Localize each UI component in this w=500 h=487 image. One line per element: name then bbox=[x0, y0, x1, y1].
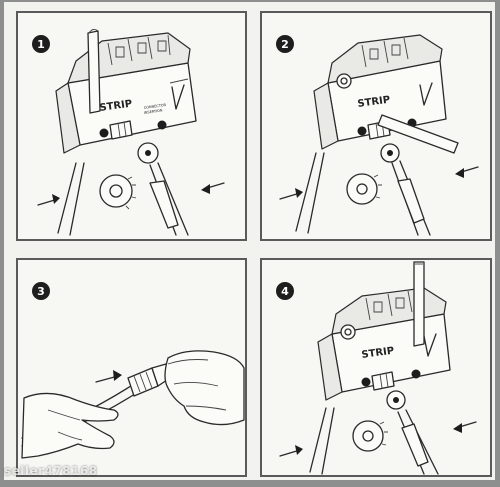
strip-label: STRIP bbox=[357, 95, 391, 110]
cable bbox=[87, 30, 101, 114]
instruction-sheet: 1 STRIP CONNECTOR bbox=[4, 2, 495, 480]
step-number-badge: 1 bbox=[32, 35, 50, 53]
cable bbox=[413, 261, 425, 347]
strip-label: STRIP bbox=[361, 346, 395, 361]
step-panel-1: 1 STRIP CONNECTOR bbox=[16, 11, 247, 241]
crimper-illustration: STRIP CONNECTOR INSERTION bbox=[37, 28, 225, 236]
insertion-label: INSERTION bbox=[144, 108, 164, 115]
step-panel-3: 3 bbox=[16, 258, 247, 477]
hands-connector-illustration bbox=[21, 350, 245, 459]
step-number-badge: 4 bbox=[276, 282, 294, 300]
cable bbox=[377, 114, 459, 154]
seller-watermark: seller478168 bbox=[4, 464, 98, 478]
right-hand bbox=[164, 350, 245, 426]
left-hand bbox=[21, 392, 119, 459]
crimper-illustration: STRIP bbox=[279, 261, 477, 475]
strip-label: STRIP bbox=[99, 99, 133, 114]
step-panel-4: 4 STRIP bbox=[260, 258, 492, 477]
connector-label: CONNECTOR bbox=[144, 103, 167, 110]
step-panel-2: 2 STRIP bbox=[260, 11, 492, 241]
step-number-badge: 2 bbox=[276, 35, 294, 53]
crimper-illustration: STRIP bbox=[279, 34, 479, 236]
step-number-badge: 3 bbox=[32, 282, 50, 300]
